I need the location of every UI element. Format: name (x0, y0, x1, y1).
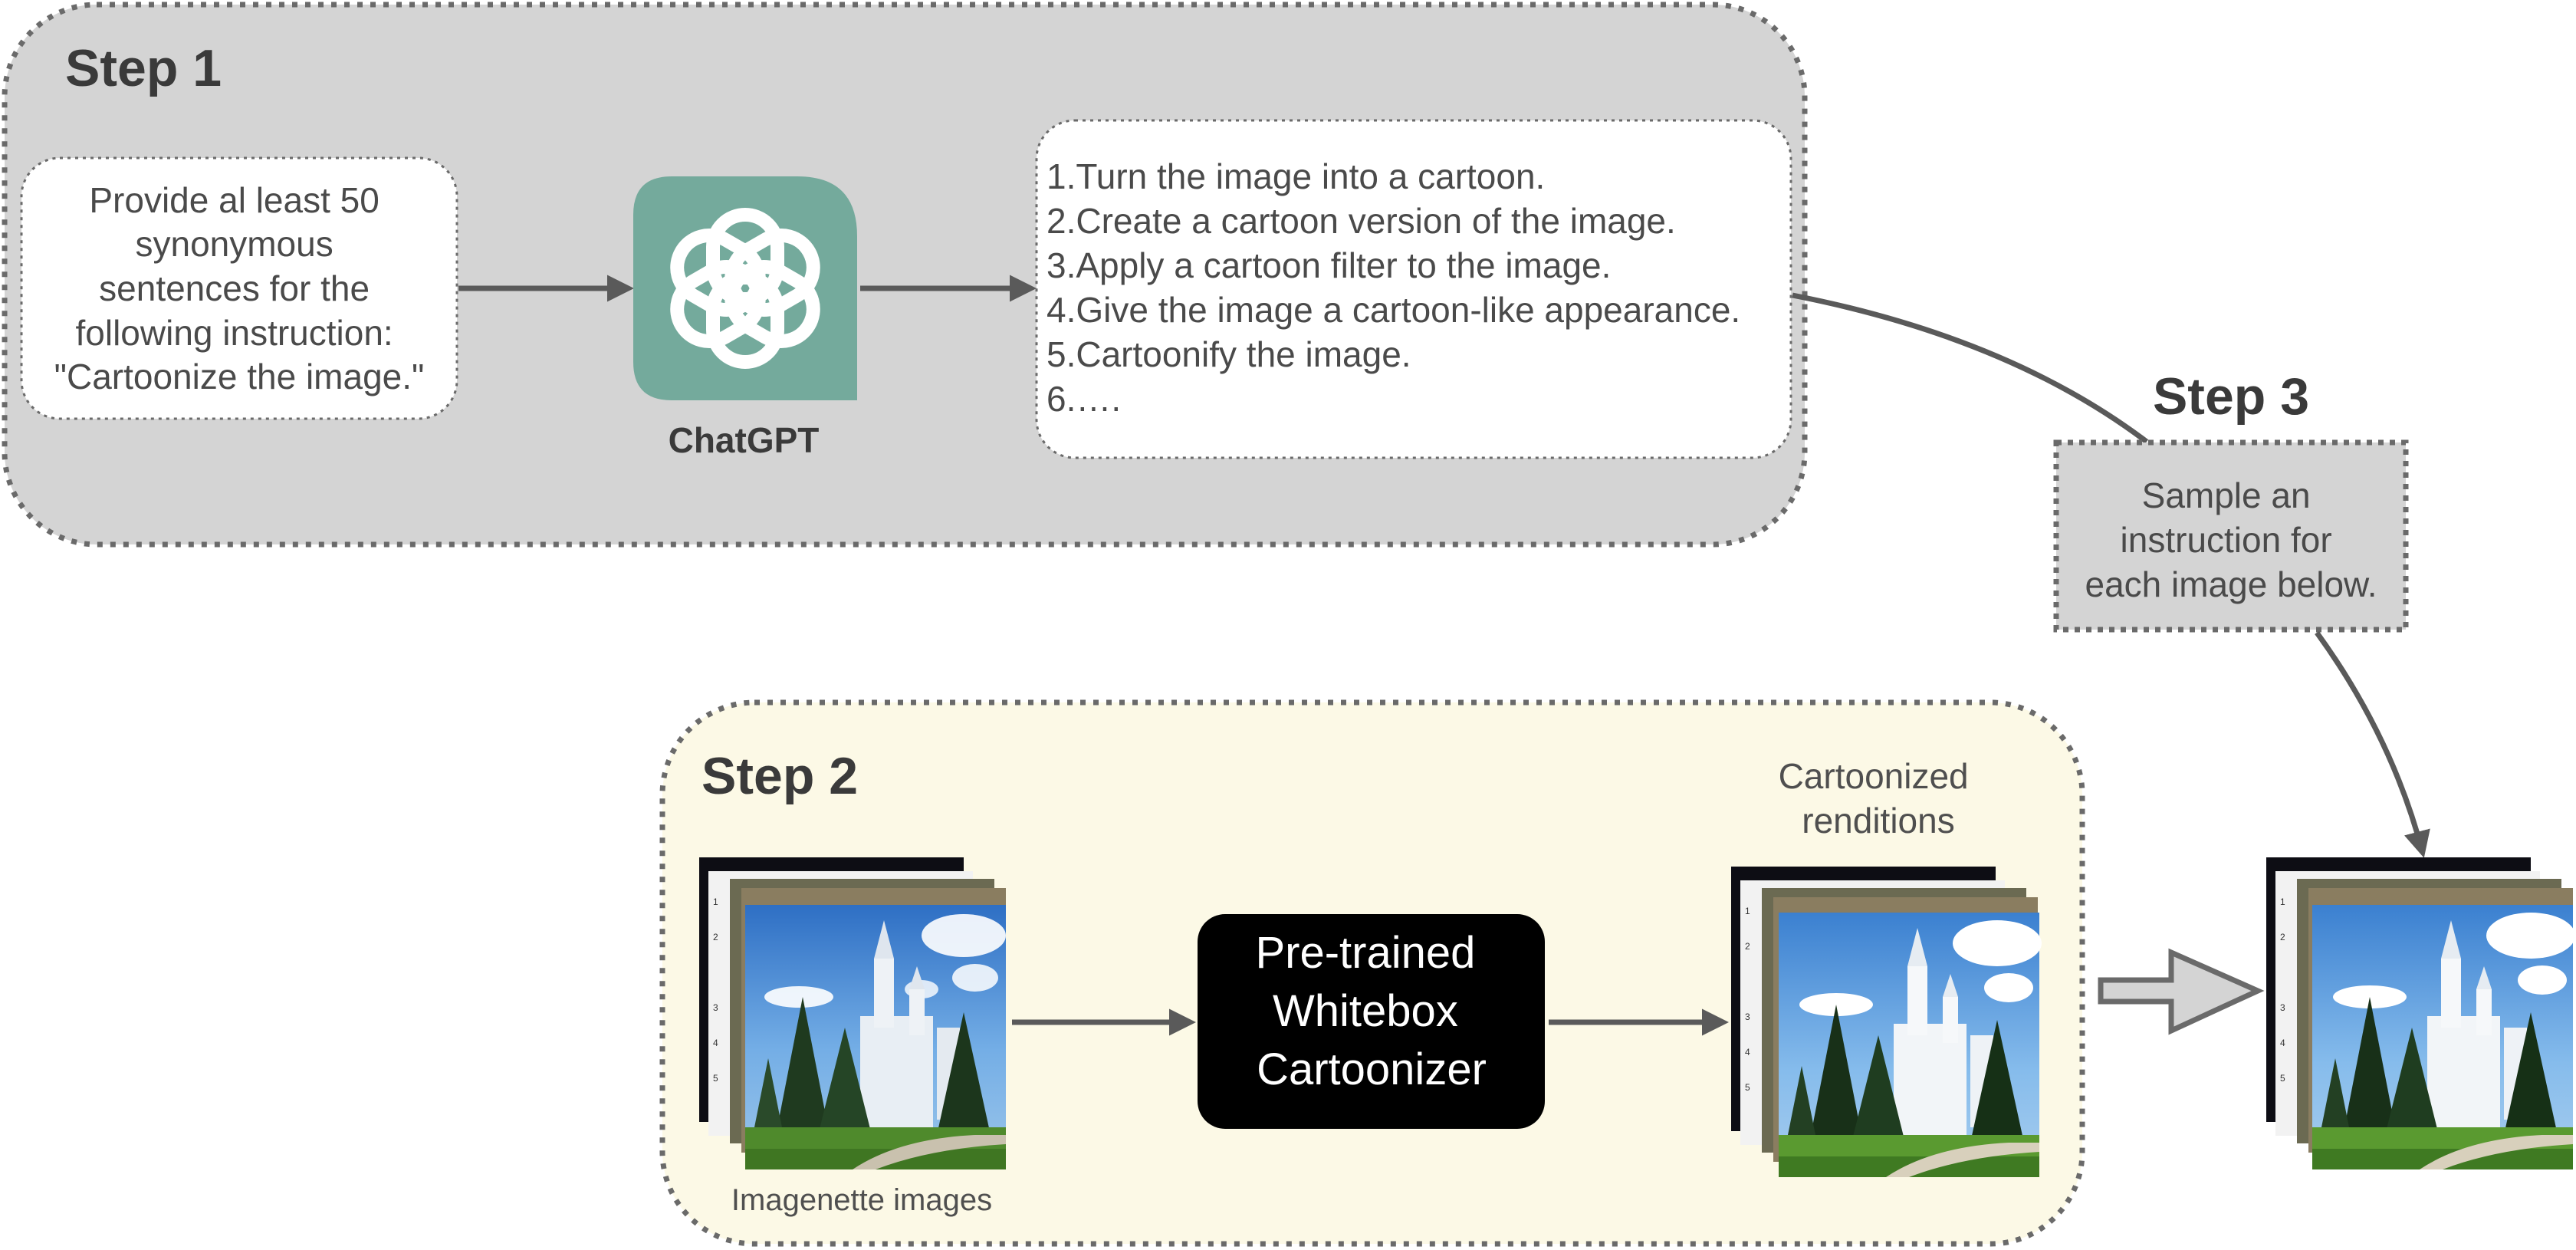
model-text: Pre-trained Whitebox Cartoonizer (1255, 928, 1487, 1094)
chatgpt-logo-icon (633, 176, 857, 400)
step3-line: Sample an (2142, 475, 2311, 515)
imagenette-image-stack (699, 857, 1006, 1169)
prompt-line: sentences for the (99, 268, 370, 308)
prompt-text: Provide al least 50 synonymous sentences… (54, 180, 425, 396)
step2-title: Step 2 (702, 747, 858, 805)
step3-line: each image below. (2085, 564, 2377, 604)
output-caption-line: Cartoonized (1779, 756, 1969, 796)
step1-title: Step 1 (65, 39, 222, 97)
instruction-list-box (1035, 119, 1792, 459)
arrow-step3-to-output (2315, 630, 2430, 858)
model-line: Whitebox (1273, 986, 1458, 1036)
step3-line: instruction for (2121, 520, 2332, 560)
step3-title: Step 3 (2153, 367, 2309, 426)
instruction-item: 4.Give the image a cartoon-like appearan… (1046, 290, 1740, 330)
hollow-right-arrow-icon (2098, 948, 2265, 1035)
input-caption: Imagenette images (731, 1183, 992, 1217)
instruction-item: 3.Apply a cartoon filter to the image. (1046, 245, 1611, 285)
prompt-box (20, 156, 458, 420)
step3-box (2053, 439, 2409, 633)
cartoonizer-model-box (1198, 914, 1545, 1129)
prompt-line: Provide al least 50 (89, 180, 379, 220)
instruction-item: 6.…. (1046, 379, 1121, 419)
final-image-stack (2266, 857, 2575, 1169)
instruction-item: 2.Create a cartoon version of the image. (1046, 201, 1676, 241)
prompt-line: "Cartoonize the image." (54, 357, 425, 396)
step3-text: Sample an instruction for each image bel… (2085, 475, 2377, 604)
output-caption: Cartoonized renditions (1779, 756, 1979, 840)
prompt-line: following instruction: (76, 313, 393, 353)
model-line: Cartoonizer (1257, 1044, 1487, 1094)
output-caption-line: renditions (1802, 801, 1954, 840)
arrow-output-to-step3 (1792, 292, 2149, 444)
prompt-line: synonymous (135, 224, 333, 264)
instruction-item: 1.Turn the image into a cartoon. (1046, 156, 1545, 196)
instruction-item: 5.Cartoonify the image. (1046, 334, 1411, 374)
cartoonized-image-stack (1731, 867, 2042, 1177)
model-line: Pre-trained (1255, 928, 1475, 978)
instruction-list: 1.Turn the image into a cartoon. 2.Creat… (1046, 156, 1750, 419)
chatgpt-label: ChatGPT (669, 420, 820, 460)
